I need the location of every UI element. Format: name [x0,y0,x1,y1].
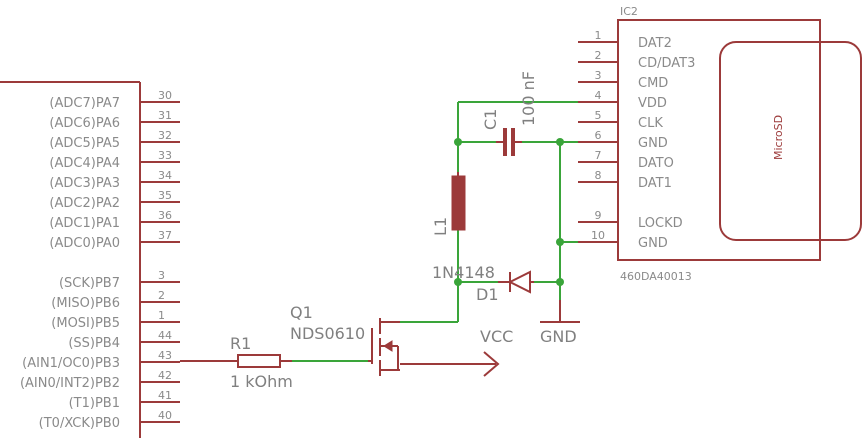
r1-name: R1 [230,334,251,353]
junction-dot [556,278,564,286]
mcu-pin-name: (MOSI)PB5 [51,316,120,331]
ic2-pin-number: 2 [595,49,602,62]
q1-name: Q1 [290,303,313,322]
mcu-pin-number: 34 [158,169,172,182]
diode-d1: 1N4148 D1 [432,263,534,304]
d1-value: 1N4148 [432,263,495,282]
ic2-pin-number: 3 [595,69,602,82]
ic2-pin-name: DAT1 [638,176,672,191]
mcu-pin-name: (T1)PB1 [69,396,120,411]
r1-value: 1 kOhm [230,372,293,391]
ic2-pin-number: 4 [595,89,602,102]
ic2-pin-number: 8 [595,169,602,182]
ic2-body [617,19,821,261]
capacitor-c1: C1 100 nF [481,71,538,156]
gnd-supply: GND [540,300,580,346]
ic2-pin-name: VDD [638,96,667,111]
inductor-l1: L1 [431,172,466,236]
card-label: MicroSD [772,115,785,160]
junction-dot [556,238,564,246]
ic2-pin-number: 1 [595,29,602,42]
mcu-pin-number: 1 [158,309,165,322]
ic2-part: 460DA40013 [620,270,692,283]
mosfet-q1: Q1 NDS0610 [290,303,400,376]
ic2-pin-name: GND [638,236,668,251]
ic2-name: IC2 [620,5,638,18]
mcu-symbol: (ADC7)PA730(ADC6)PA631(ADC5)PA532(ADC4)P… [0,81,180,438]
c1-value: 100 nF [519,71,538,126]
d1-name: D1 [476,285,499,304]
l1-name: L1 [431,217,450,236]
mcu-pin-number: 43 [158,349,172,362]
junction-dot [454,278,462,286]
mcu-pin-name: (ADC0)PA0 [49,236,120,251]
resistor-r1: R1 1 kOhm [180,334,293,391]
ic2-pin-number: 6 [595,129,602,142]
mcu-pin-number: 2 [158,289,165,302]
mcu-pin-name: (ADC1)PA1 [49,216,120,231]
ic2-pin-name: DAT2 [638,36,672,51]
ic2-pin-number: 9 [595,209,602,222]
ic2-pin-name: LOCKD [638,216,683,231]
mcu-pin-number: 3 [158,269,165,282]
mcu-pin-name: (AIN1/OC0)PB3 [22,356,120,371]
mcu-pin-name: (ADC6)PA6 [49,116,120,131]
mcu-pin-number: 35 [158,189,172,202]
microsd-card-outline [719,41,862,241]
power-wiring [400,101,578,323]
vcc-supply: VCC [400,327,513,377]
ic2-pin-number: 5 [595,109,602,122]
ic2-pin-name: CLK [638,116,663,131]
ic2-pin-name: GND [638,136,668,151]
ic2-pin-name: CD/DAT3 [638,56,695,71]
ic2-pin-number: 10 [591,229,605,242]
mcu-pin-number: 41 [158,389,172,402]
mcu-pin-name: (MISO)PB6 [51,296,120,311]
mcu-pin-name: (SCK)PB7 [59,276,120,291]
mcu-pin-name: (ADC3)PA3 [49,176,120,191]
mcu-pin-number: 32 [158,129,172,142]
mcu-pin-name: (SS)PB4 [68,336,120,351]
mcu-pin-name: (ADC2)PA2 [49,196,120,211]
gnd-label: GND [540,327,577,346]
mcu-pin-number: 37 [158,229,172,242]
ic2-pin-name: DATO [638,156,674,171]
junction-dot [454,138,462,146]
mcu-pin-number: 36 [158,209,172,222]
mcu-pin-name: (ADC5)PA5 [49,136,120,151]
ic2-pin-name: CMD [638,76,668,91]
vcc-label: VCC [480,327,513,346]
mcu-pin-number: 33 [158,149,172,162]
mcu-pin-name: (ADC7)PA7 [49,96,120,111]
ic2-pin-number: 7 [595,149,602,162]
c1-name: C1 [481,109,500,130]
mcu-pin-number: 30 [158,89,172,102]
mcu-pin-name: (ADC4)PA4 [49,156,120,171]
mcu-pin-name: (AIN0/INT2)PB2 [20,376,120,391]
q1-value: NDS0610 [290,324,365,343]
mcu-pin-name: (T0/XCK)PB0 [39,416,120,431]
junction-dot [556,138,564,146]
mcu-pin-number: 31 [158,109,172,122]
mcu-pin-number: 40 [158,409,172,422]
mcu-pin-number: 42 [158,369,172,382]
mcu-pin-number: 44 [158,329,172,342]
